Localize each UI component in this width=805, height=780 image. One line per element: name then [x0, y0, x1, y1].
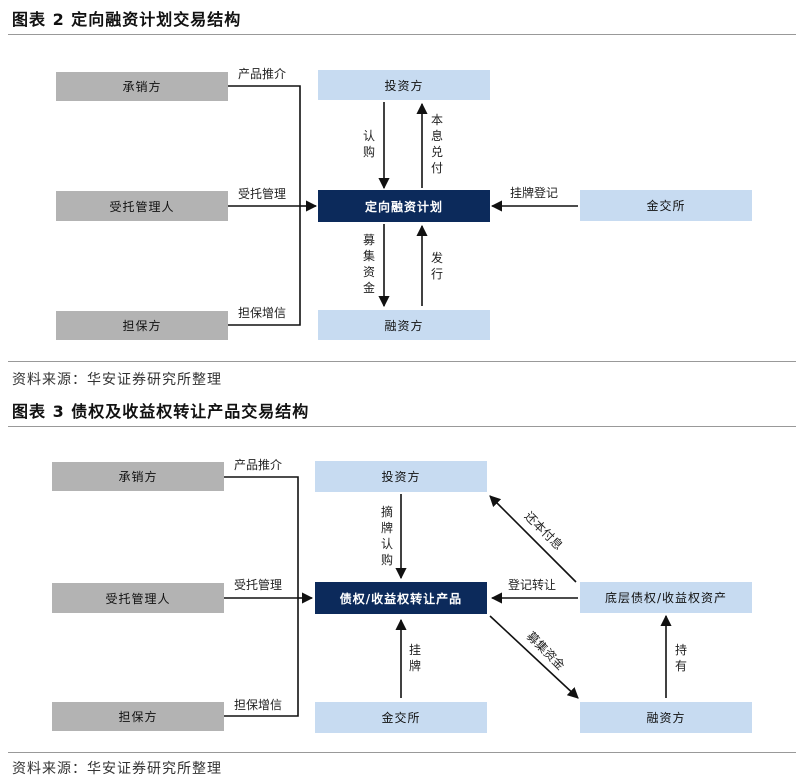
fig3-raise-arrow [489, 615, 579, 699]
fig2-subscribe-label: 认购 [362, 129, 375, 159]
fig2-register-label: 挂牌登记 [510, 186, 559, 200]
fig3-list-label: 挂牌 [408, 643, 421, 673]
fig2-exchange-box: 金交所 [580, 190, 752, 221]
fig3-list-subscribe-label: 摘牌认购 [380, 505, 393, 567]
figure2-top-rule [8, 34, 796, 35]
fig2-underwriter-box: 承销方 [56, 72, 228, 101]
fig2-promote-label: 产品推介 [238, 67, 287, 81]
figure2-source: 资料来源：华安证券研究所整理 [12, 372, 222, 388]
fig3-credit-label: 担保增信 [234, 698, 283, 712]
fig2-trustee-box: 受托管理人 [56, 191, 228, 221]
fig3-exchange-box: 金交所 [315, 702, 487, 733]
fig2-investor-box: 投资方 [318, 70, 490, 100]
fig2-issuer-box: 融资方 [318, 310, 490, 340]
fig2-guarantor-box: 担保方 [56, 311, 228, 340]
fig3-issuer-box: 融资方 [580, 702, 752, 733]
fig3-register-transfer-label: 登记转让 [508, 578, 557, 592]
figure3-title: 图表 3 债权及收益权转让产品交易结构 [12, 402, 310, 421]
fig3-underwriter-box: 承销方 [52, 462, 224, 491]
fig2-repay-label: 本息兑付 [430, 113, 443, 175]
fig3-manage-label: 受托管理 [234, 578, 283, 592]
fig2-raise-label: 募集资金 [362, 233, 375, 295]
fig3-bracket-line [224, 476, 299, 717]
figure3-top-rule [8, 426, 796, 427]
figure2-title: 图表 2 定向融资计划交易结构 [12, 10, 242, 29]
fig3-hold-label: 持有 [674, 643, 687, 673]
fig3-underlying-box: 底层债权/收益权资产 [580, 582, 752, 613]
fig3-trustee-box: 受托管理人 [52, 583, 224, 613]
figure2-bottom-rule [8, 361, 796, 362]
figure3-source: 资料来源：华安证券研究所整理 [12, 761, 222, 777]
fig3-investor-box: 投资方 [315, 461, 487, 492]
fig3-guarantor-box: 担保方 [52, 702, 224, 731]
fig3-repay-arrow [489, 495, 577, 583]
fig2-credit-label: 担保增信 [238, 306, 287, 320]
fig2-plan-box: 定向融资计划 [318, 190, 490, 222]
fig3-product-box: 债权/收益权转让产品 [315, 582, 487, 614]
figure3-bottom-rule [8, 752, 796, 753]
fig2-issue-label: 发行 [430, 251, 443, 281]
fig2-manage-label: 受托管理 [238, 187, 287, 201]
fig3-promote-label: 产品推介 [234, 458, 283, 472]
